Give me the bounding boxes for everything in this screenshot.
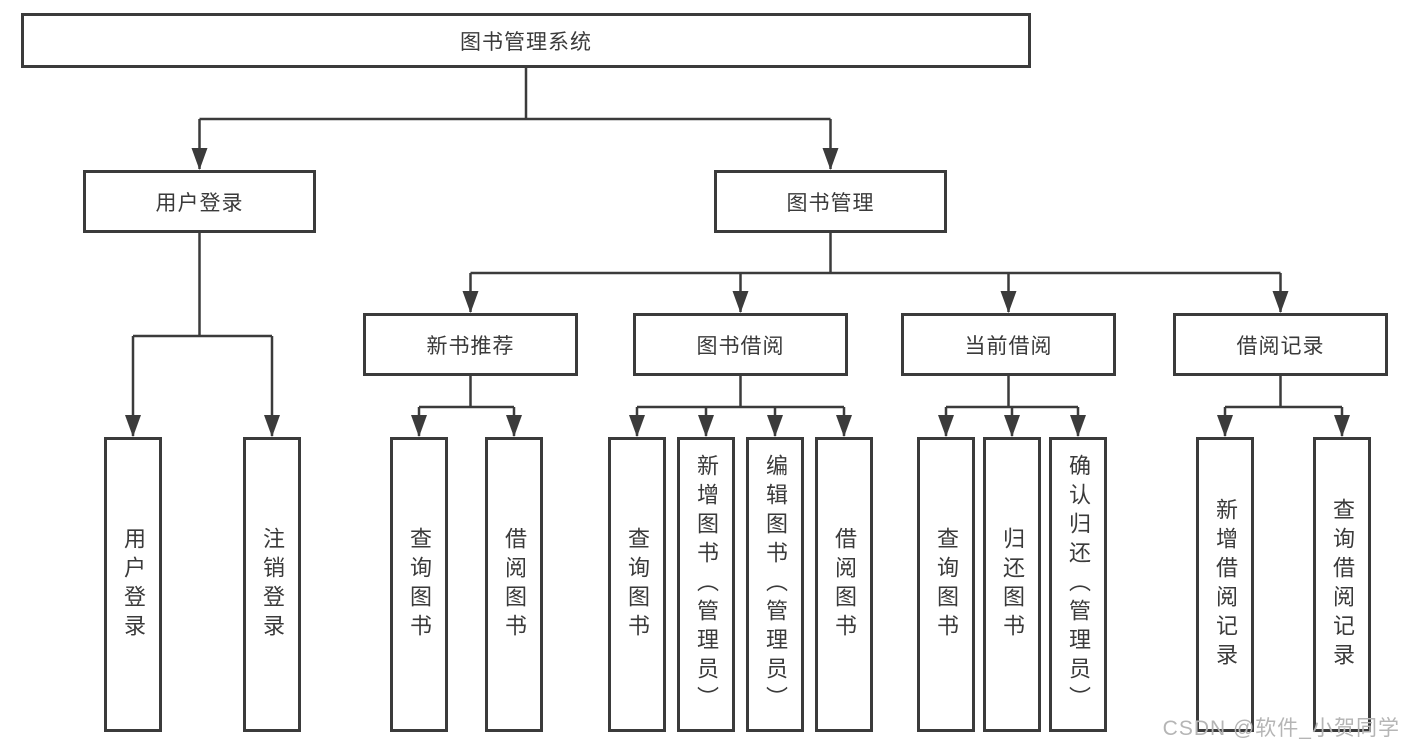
leaf-borrow-books-recommend: 借阅图书 (485, 437, 543, 732)
connector-user-login-to-leaves (125, 233, 280, 437)
node-borrow-records: 借阅记录 (1173, 313, 1388, 376)
leaf-borrow-books: 借阅图书 (815, 437, 873, 732)
node-root-library-system: 图书管理系统 (21, 13, 1031, 68)
leaf-logout: 注销登录 (243, 437, 301, 732)
leaf-return-books: 归还图书 (983, 437, 1041, 732)
connector-borrow-records-to-leaves (1217, 376, 1350, 437)
leaf-edit-books-admin: 编辑图书（管理员） (746, 437, 804, 732)
connector-current-borrow-to-leaves (938, 376, 1086, 437)
leaf-add-books-admin: 新增图书（管理员） (677, 437, 735, 732)
node-new-book-recommend: 新书推荐 (363, 313, 578, 376)
leaf-query-books-current: 查询图书 (917, 437, 975, 732)
leaf-query-books-recommend: 查询图书 (390, 437, 448, 732)
leaf-query-books-borrow: 查询图书 (608, 437, 666, 732)
connector-new-book-recommend-to-leaves (411, 376, 522, 437)
leaf-add-borrow-record: 新增借阅记录 (1196, 437, 1254, 732)
leaf-user-login: 用户登录 (104, 437, 162, 732)
node-user-login: 用户登录 (83, 170, 316, 233)
connector-book-borrow-to-leaves (629, 376, 852, 437)
node-current-borrow: 当前借阅 (901, 313, 1116, 376)
node-book-borrow: 图书借阅 (633, 313, 848, 376)
leaf-query-borrow-record: 查询借阅记录 (1313, 437, 1371, 732)
connector-root-to-level2 (191, 68, 839, 170)
leaf-confirm-return-admin: 确认归还（管理员） (1049, 437, 1107, 732)
csdn-watermark: CSDN @软件_小贺同学 (1162, 717, 1400, 740)
node-book-management: 图书管理 (714, 170, 947, 233)
connector-book-management-to-level3 (462, 233, 1289, 313)
